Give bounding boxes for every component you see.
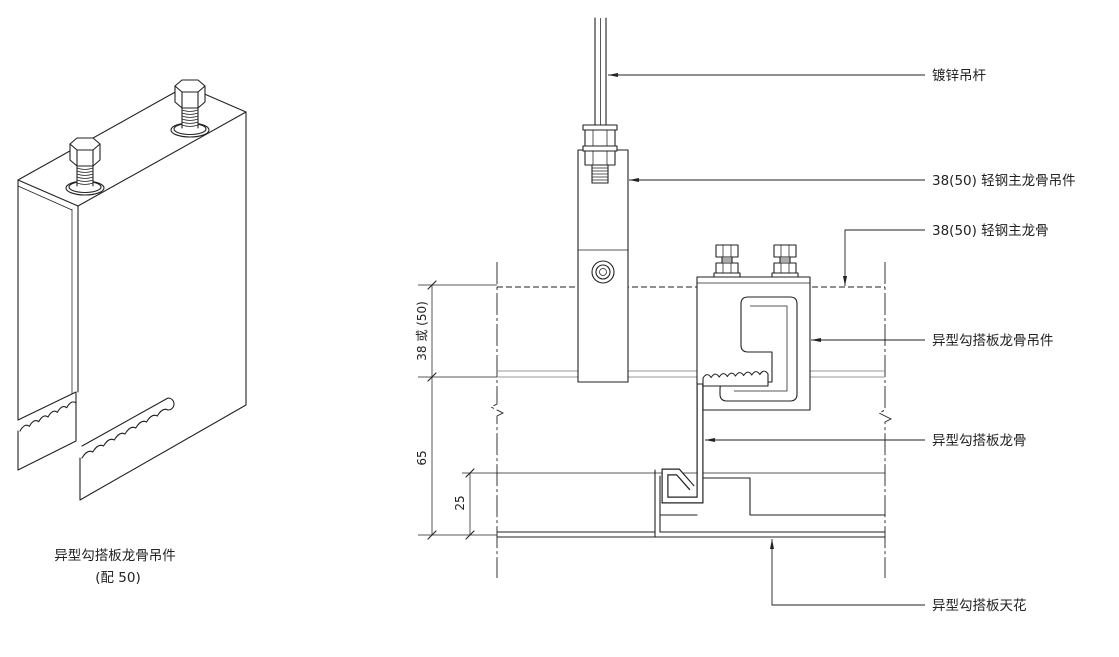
hanger-left-slot <box>17 391 77 432</box>
hanger-right-slot <box>81 397 175 459</box>
section-view: 38 或 (50) 65 25 镀锌吊杆 38(50) 轻钢主龙骨吊件 38(5… <box>415 17 1076 614</box>
hanger-left-tab <box>17 402 77 471</box>
callouts: 镀锌吊杆 38(50) 轻钢主龙骨吊件 38(50) 轻钢主龙骨 异型勾搭板龙骨… <box>608 67 1076 614</box>
leader-main-channel <box>843 229 925 286</box>
right-break-line <box>877 262 893 578</box>
label-main-hanger: 38(50) 轻钢主龙骨吊件 <box>932 173 1076 189</box>
main-channel-hanger <box>577 149 629 383</box>
bracket-bolt-right <box>771 244 799 278</box>
dimension-panel-height: 25 <box>453 495 467 510</box>
hanger-rod <box>594 17 607 127</box>
strap-bolt-icon <box>591 260 615 284</box>
leader-ceiling <box>770 539 925 606</box>
keel-profile <box>661 381 704 504</box>
hanger-top-plate <box>17 85 247 207</box>
bracket-slot <box>719 296 798 402</box>
hanger-left-face-edges <box>17 179 79 471</box>
isometric-caption: 异型勾搭板龙骨吊件 <box>54 548 176 564</box>
label-ceiling: 异型勾搭板天花 <box>932 598 1027 614</box>
isometric-subcaption: (配 50) <box>95 570 141 586</box>
keel-hanger-bracket <box>696 244 811 411</box>
label-keel: 异型勾搭板龙骨 <box>932 433 1027 449</box>
left-break-line <box>489 262 505 578</box>
dimension-channel-height: 38 或 (50) <box>415 301 429 361</box>
rod-nuts <box>582 124 618 184</box>
dimensions: 38 或 (50) 65 25 <box>415 280 497 540</box>
hanger-right-face-edges <box>79 111 247 501</box>
isometric-keel-hanger: 异型勾搭板龙骨吊件 (配 50) <box>17 79 247 586</box>
label-main-channel: 38(50) 轻钢主龙骨 <box>932 223 1049 239</box>
label-keel-hanger: 异型勾搭板龙骨吊件 <box>932 333 1054 349</box>
dimension-total-height: 65 <box>415 450 429 465</box>
bracket-serrated-strip <box>702 370 769 387</box>
main-channel-bottom <box>497 370 885 378</box>
label-rod: 镀锌吊杆 <box>932 67 986 84</box>
bracket-bolt-left <box>713 244 741 278</box>
hanger-plate-edge <box>17 185 73 211</box>
